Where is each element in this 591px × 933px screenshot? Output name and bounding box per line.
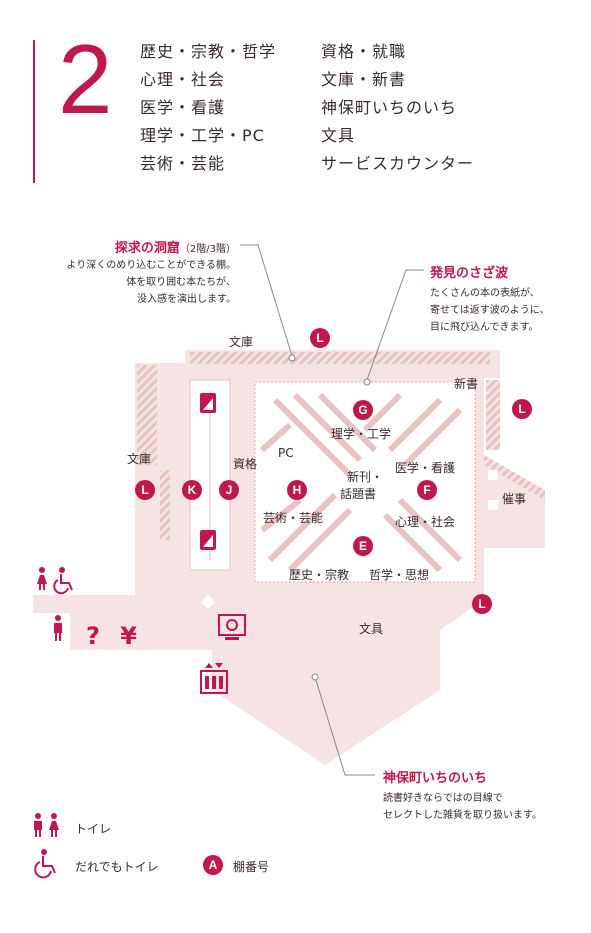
category-item: 文庫・新書 (321, 70, 407, 89)
service-counter-icon: ? ¥ (86, 622, 143, 650)
callout-line: たくさんの本の表紙が、 (430, 288, 540, 299)
category-item: 医学・看護 (140, 98, 226, 117)
pillar (488, 500, 498, 510)
area-label-shinsho: 新書 (454, 377, 479, 391)
shelf-wall-left (137, 365, 157, 465)
callout-line: 寄せては返す波のように、 (430, 305, 550, 316)
pin-H: H (287, 480, 307, 500)
accessible-toilet-icon (53, 567, 73, 595)
elevator-icon (200, 663, 228, 694)
callout-tankyu: 探求の洞窟（2階/3階） (79, 237, 236, 256)
category-item: 文具 (321, 126, 356, 145)
pin-L: L (310, 328, 330, 348)
shelf-wall-right2 (484, 455, 545, 500)
pin-K: K (182, 480, 202, 500)
pin-E: E (353, 536, 373, 556)
area-label-geijutsu: 芸術・芸能 (263, 511, 324, 525)
area-label-rigaku: 理学・工学 (331, 427, 392, 441)
legend-accessible-icon (34, 849, 56, 879)
category-item: 歴史・宗教・哲学 (140, 42, 277, 61)
area-label-rekishi: 歴史・宗教 (289, 568, 350, 582)
category-item: サービスカウンター (321, 154, 475, 173)
legend-toilet-label: トイレ (75, 822, 112, 836)
area-label-shikaku: 資格 (233, 457, 258, 471)
shelf-wall-top (190, 352, 490, 364)
area-label-saiji: 催事 (502, 492, 527, 506)
category-item: 芸術・芸能 (140, 154, 226, 173)
category-item: 心理・社会 (140, 70, 226, 89)
pin-F: F (417, 480, 437, 500)
corridor-left (33, 595, 140, 613)
callout-line: より深くのめり込むことができる棚。 (66, 260, 236, 271)
service-area (70, 612, 140, 650)
legend-toilet-icon (34, 813, 59, 837)
callout-ichinoichi: 神保町いちのいち 読書好きならではの目線で セレクトした雑貨を取り扱います。 (383, 767, 542, 824)
area-label-bungu: 文具 (359, 622, 384, 636)
area-label-shinri: 心理・社会 (395, 515, 456, 529)
leader-ichinoichi (314, 676, 375, 776)
category-list-left: 歴史・宗教・哲学 心理・社会 医学・看護 理学・工学・PC 芸術・芸能 (140, 38, 276, 178)
area-label-wadaisho: 話題書 (340, 487, 377, 501)
pillar (200, 594, 216, 610)
pin-L: L (135, 480, 155, 500)
info-terminal-icon (218, 614, 246, 640)
area-label-pc: PC (278, 446, 294, 460)
category-list-right: 資格・就職 文庫・新書 神保町いちのいち 文具 サービスカウンター (321, 38, 474, 178)
shelf-wall-left2 (160, 470, 170, 540)
category-item: 神保町いちのいち (321, 98, 458, 117)
legend-shelf-label: 棚番号 (233, 860, 270, 874)
pin-L: L (512, 399, 532, 419)
callout-title: 神保町いちのいち (383, 771, 488, 786)
pin-G: G (353, 400, 373, 420)
callout-line: 目に飛び込んできます。 (430, 322, 539, 333)
diagonal-shelves (260, 392, 463, 573)
pin-J: J (219, 480, 239, 500)
callout-title: 発見のさざ波 (430, 266, 509, 281)
callout-title: 探求の洞窟 (114, 241, 180, 256)
callout-line: 読書好きならではの目線で (383, 793, 503, 804)
callout-line: セレクトした雑貨を取り扱います。 (383, 810, 542, 821)
legend-shelf-mark: A (203, 855, 223, 875)
toilet-men-icon (54, 615, 62, 641)
category-item: 資格・就職 (321, 42, 407, 61)
shelf-wall-right (486, 380, 500, 450)
area-label-igaku: 医学・看護 (395, 461, 456, 475)
callout-line: 体を取り囲む本たちが、 (126, 277, 236, 288)
pin-L: L (472, 594, 492, 614)
leader-tankyu (240, 244, 293, 357)
callout-tankyu-desc: より深くのめり込むことができる棚。 体を取り囲む本たちが、 没入感を演出します。 (20, 257, 236, 308)
toilet-women-icon (37, 567, 47, 590)
callout-line: 没入感を演出します。 (137, 294, 236, 305)
legend-accessible-label: だれでもトイレ (75, 860, 159, 874)
area-label-bunko: 文庫 (229, 335, 254, 349)
leader-hakken (366, 269, 424, 381)
floor-number: 2 (58, 24, 113, 134)
category-item: 理学・工学・PC (140, 126, 265, 145)
area-label-tetsugaku: 哲学・思想 (369, 568, 430, 582)
area-label-shinkan: 新刊・ (347, 470, 384, 484)
callout-hakken: 発見のさざ波 たくさんの本の表紙が、 寄せては返す波のように、 目に飛び込んでき… (430, 262, 550, 336)
callout-floors: （2階/3階） (179, 244, 236, 255)
area-label-bunko: 文庫 (127, 452, 152, 466)
header-divider (33, 40, 35, 183)
pillar (488, 470, 498, 480)
